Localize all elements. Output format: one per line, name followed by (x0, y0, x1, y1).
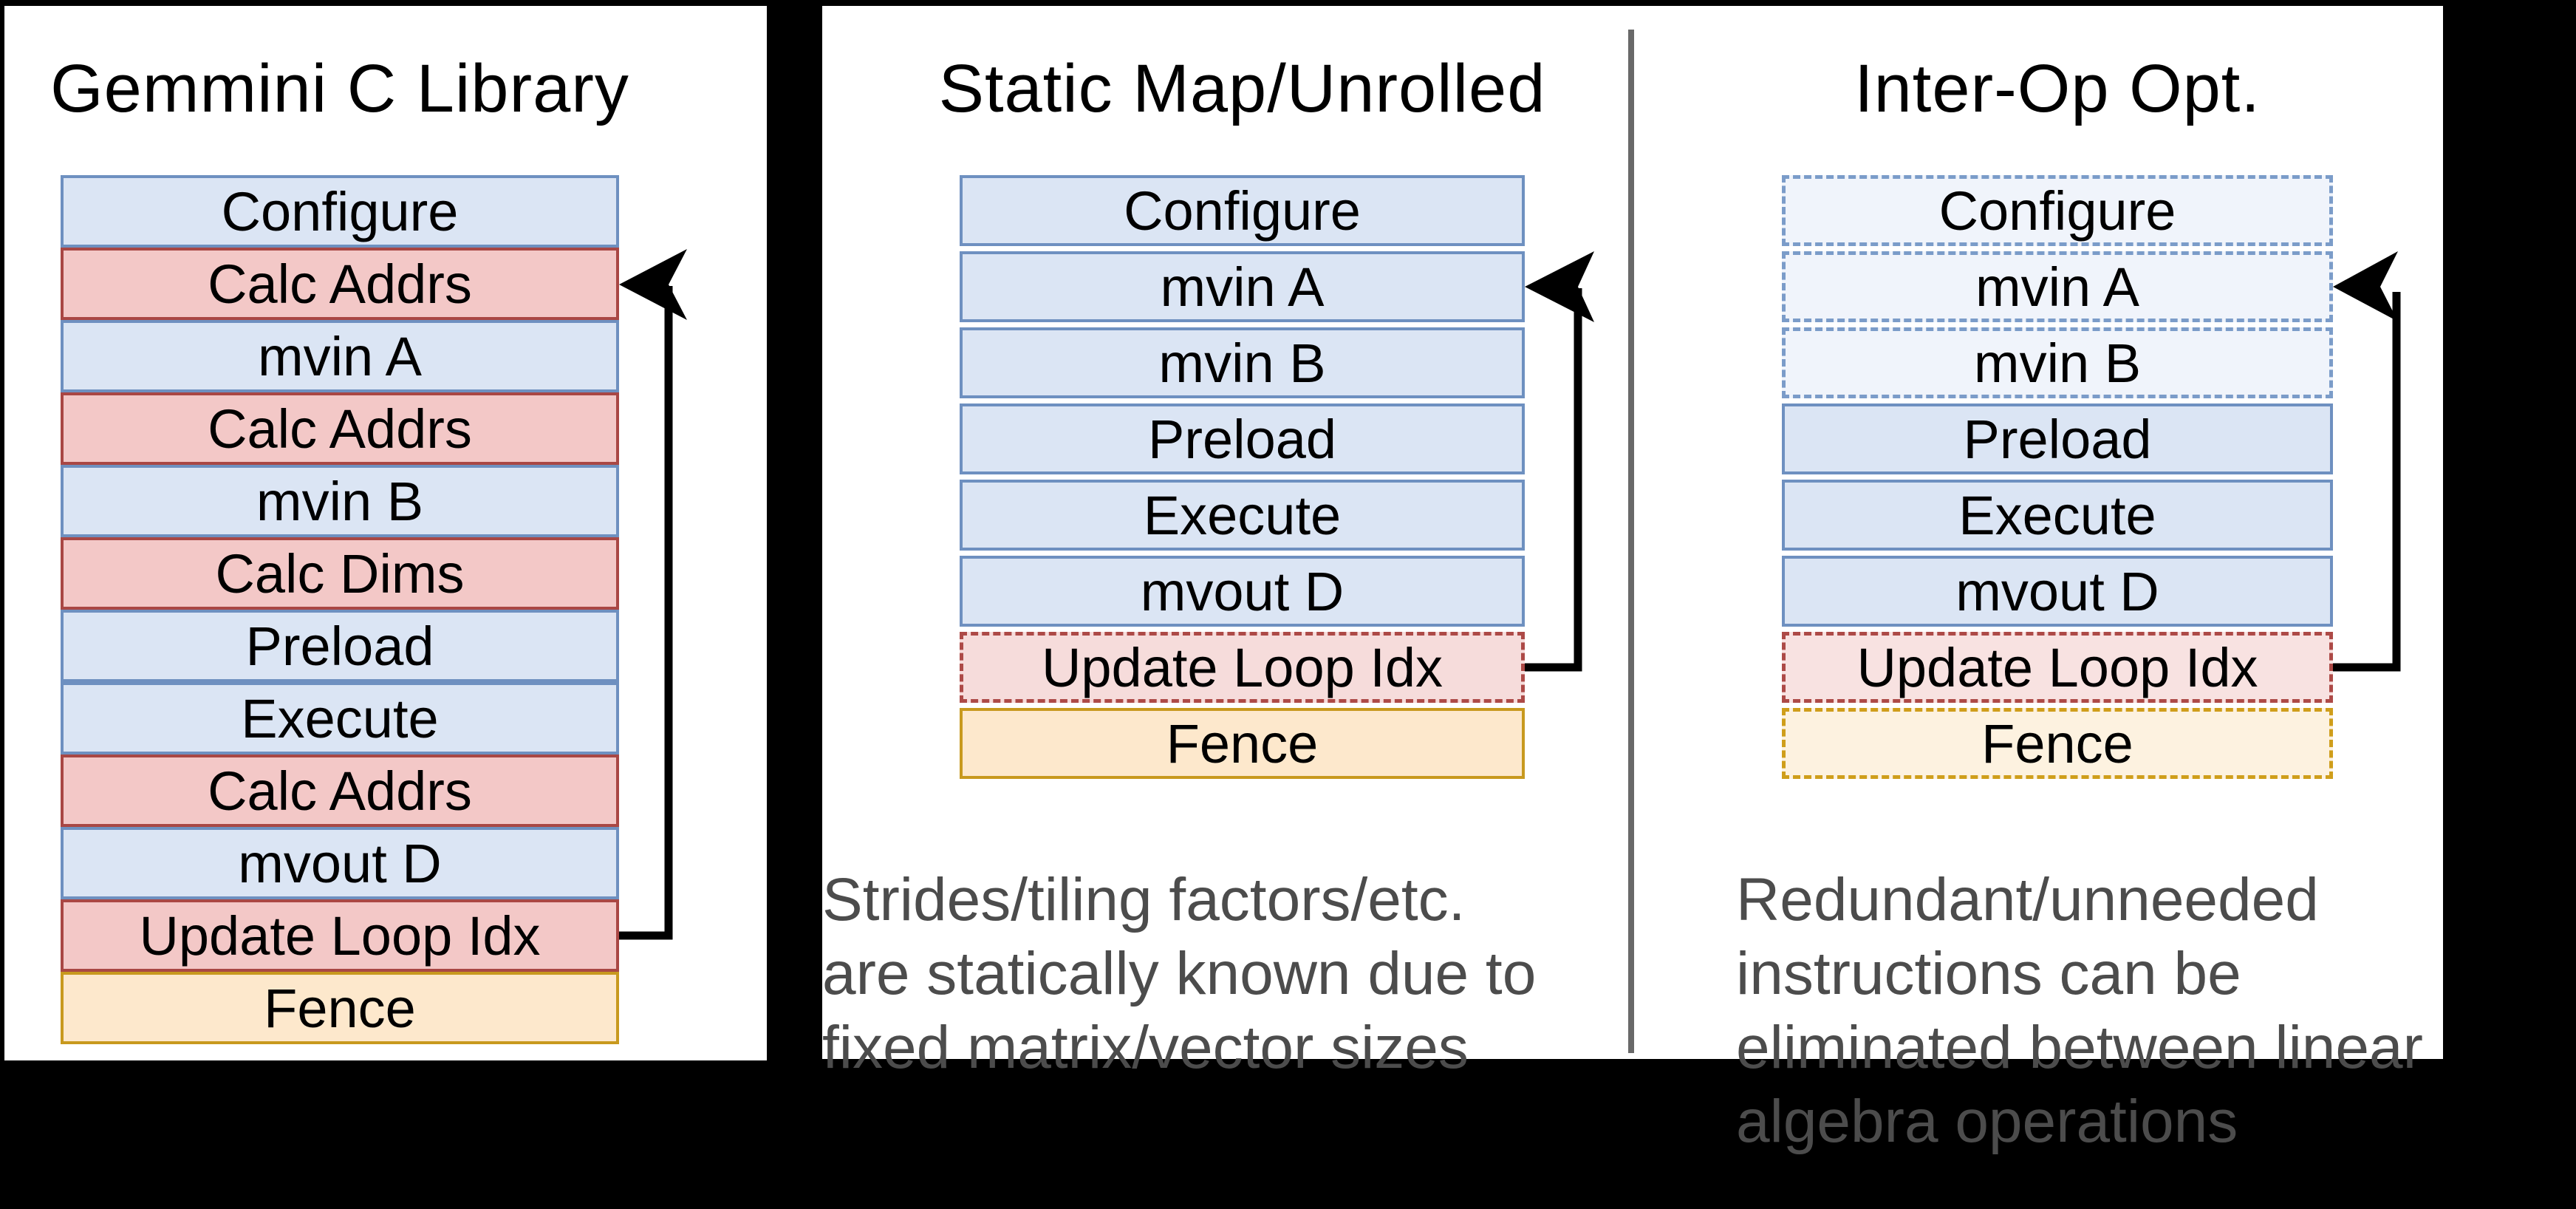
instruction-label: Update Loop Idx (1041, 636, 1444, 698)
instruction-box-configure: Configure (960, 175, 1525, 246)
instruction-label: mvin B (256, 470, 424, 532)
instruction-label: mvin A (257, 325, 423, 387)
vertical-divider (1628, 30, 1634, 1053)
instruction-box-preload: Preload (960, 403, 1525, 474)
instruction-label: Preload (1963, 408, 2152, 470)
panel-title-static-map-unrolled: Static Map/Unrolled (938, 50, 1546, 126)
instruction-box-configure: Configure (1782, 175, 2333, 246)
instruction-label: Update Loop Idx (139, 905, 541, 967)
caption-inter-op-opt: Redundant/unneeded instructions can be e… (1736, 866, 2423, 1155)
instruction-label: Calc Addrs (208, 253, 472, 315)
loop-arrow-middle (1525, 251, 1594, 672)
instruction-box-mvin-b: mvin B (1782, 327, 2333, 398)
instruction-label: Calc Addrs (208, 760, 472, 822)
instruction-label: Preload (245, 615, 434, 677)
instruction-box-calc-addrs: Calc Addrs (61, 392, 619, 465)
instruction-label: Update Loop Idx (1856, 636, 2258, 698)
instruction-label: mvout D (1955, 560, 2159, 622)
instruction-box-mvin-b: mvin B (61, 465, 619, 537)
instruction-box-mvout-d: mvout D (61, 827, 619, 899)
instruction-box-calc-addrs: Calc Addrs (61, 248, 619, 320)
instruction-label: Execute (1958, 484, 2156, 546)
instruction-box-mvin-b: mvin B (960, 327, 1525, 398)
instruction-box-fence: Fence (61, 972, 619, 1044)
caption-static-map-unrolled: Strides/tiling factors/etc. are statical… (822, 866, 1537, 1081)
instruction-box-preload: Preload (1782, 403, 2333, 474)
panel-title-inter-op-opt: Inter-Op Opt. (1854, 50, 2261, 126)
instruction-label: Fence (264, 977, 416, 1039)
instruction-label: Configure (221, 180, 459, 242)
arrowhead-icon (1525, 251, 1594, 322)
instruction-box-mvout-d: mvout D (1782, 556, 2333, 627)
loop-arrow-left (619, 249, 687, 940)
instruction-label: Fence (1166, 712, 1319, 774)
instruction-label: Calc Addrs (208, 398, 472, 460)
instruction-label: Preload (1147, 408, 1337, 470)
instruction-box-mvout-d: mvout D (960, 556, 1525, 627)
instruction-label: mvout D (1140, 560, 1345, 622)
instruction-box-execute: Execute (960, 480, 1525, 551)
instruction-label: Execute (1143, 484, 1342, 546)
arrowhead-icon (2333, 251, 2398, 321)
instruction-label: mvout D (238, 832, 442, 894)
instruction-box-preload: Preload (61, 610, 619, 682)
instruction-box-mvin-a: mvin A (61, 320, 619, 392)
instruction-label: Fence (1981, 712, 2133, 774)
instruction-label: Calc Dims (215, 542, 465, 604)
instruction-box-execute: Execute (1782, 480, 2333, 551)
instruction-box-mvin-a: mvin A (1782, 251, 2333, 322)
instruction-box-calc-dims: Calc Dims (61, 537, 619, 610)
loop-arrow-right (2333, 251, 2401, 672)
instruction-label: Configure (1124, 180, 1361, 242)
instruction-box-fence: Fence (1782, 708, 2333, 779)
instruction-label: Configure (1938, 180, 2176, 242)
instruction-box-mvin-a: mvin A (960, 251, 1525, 322)
instruction-label: mvin A (1160, 256, 1325, 318)
instruction-box-update-loop-idx: Update Loop Idx (960, 632, 1525, 703)
instruction-box-update-loop-idx: Update Loop Idx (1782, 632, 2333, 703)
instruction-box-update-loop-idx: Update Loop Idx (61, 899, 619, 972)
instruction-box-configure: Configure (61, 175, 619, 248)
instruction-label: Execute (241, 687, 439, 749)
arrowhead-icon (619, 249, 687, 320)
instruction-box-calc-addrs: Calc Addrs (61, 755, 619, 827)
instruction-box-execute: Execute (61, 682, 619, 755)
instruction-label: mvin B (1158, 332, 1326, 394)
panel-title-gemmini-c-library: Gemmini C Library (50, 50, 629, 126)
instruction-box-fence: Fence (960, 708, 1525, 779)
instruction-label: mvin A (1975, 256, 2140, 318)
instruction-label: mvin B (1973, 332, 2142, 394)
